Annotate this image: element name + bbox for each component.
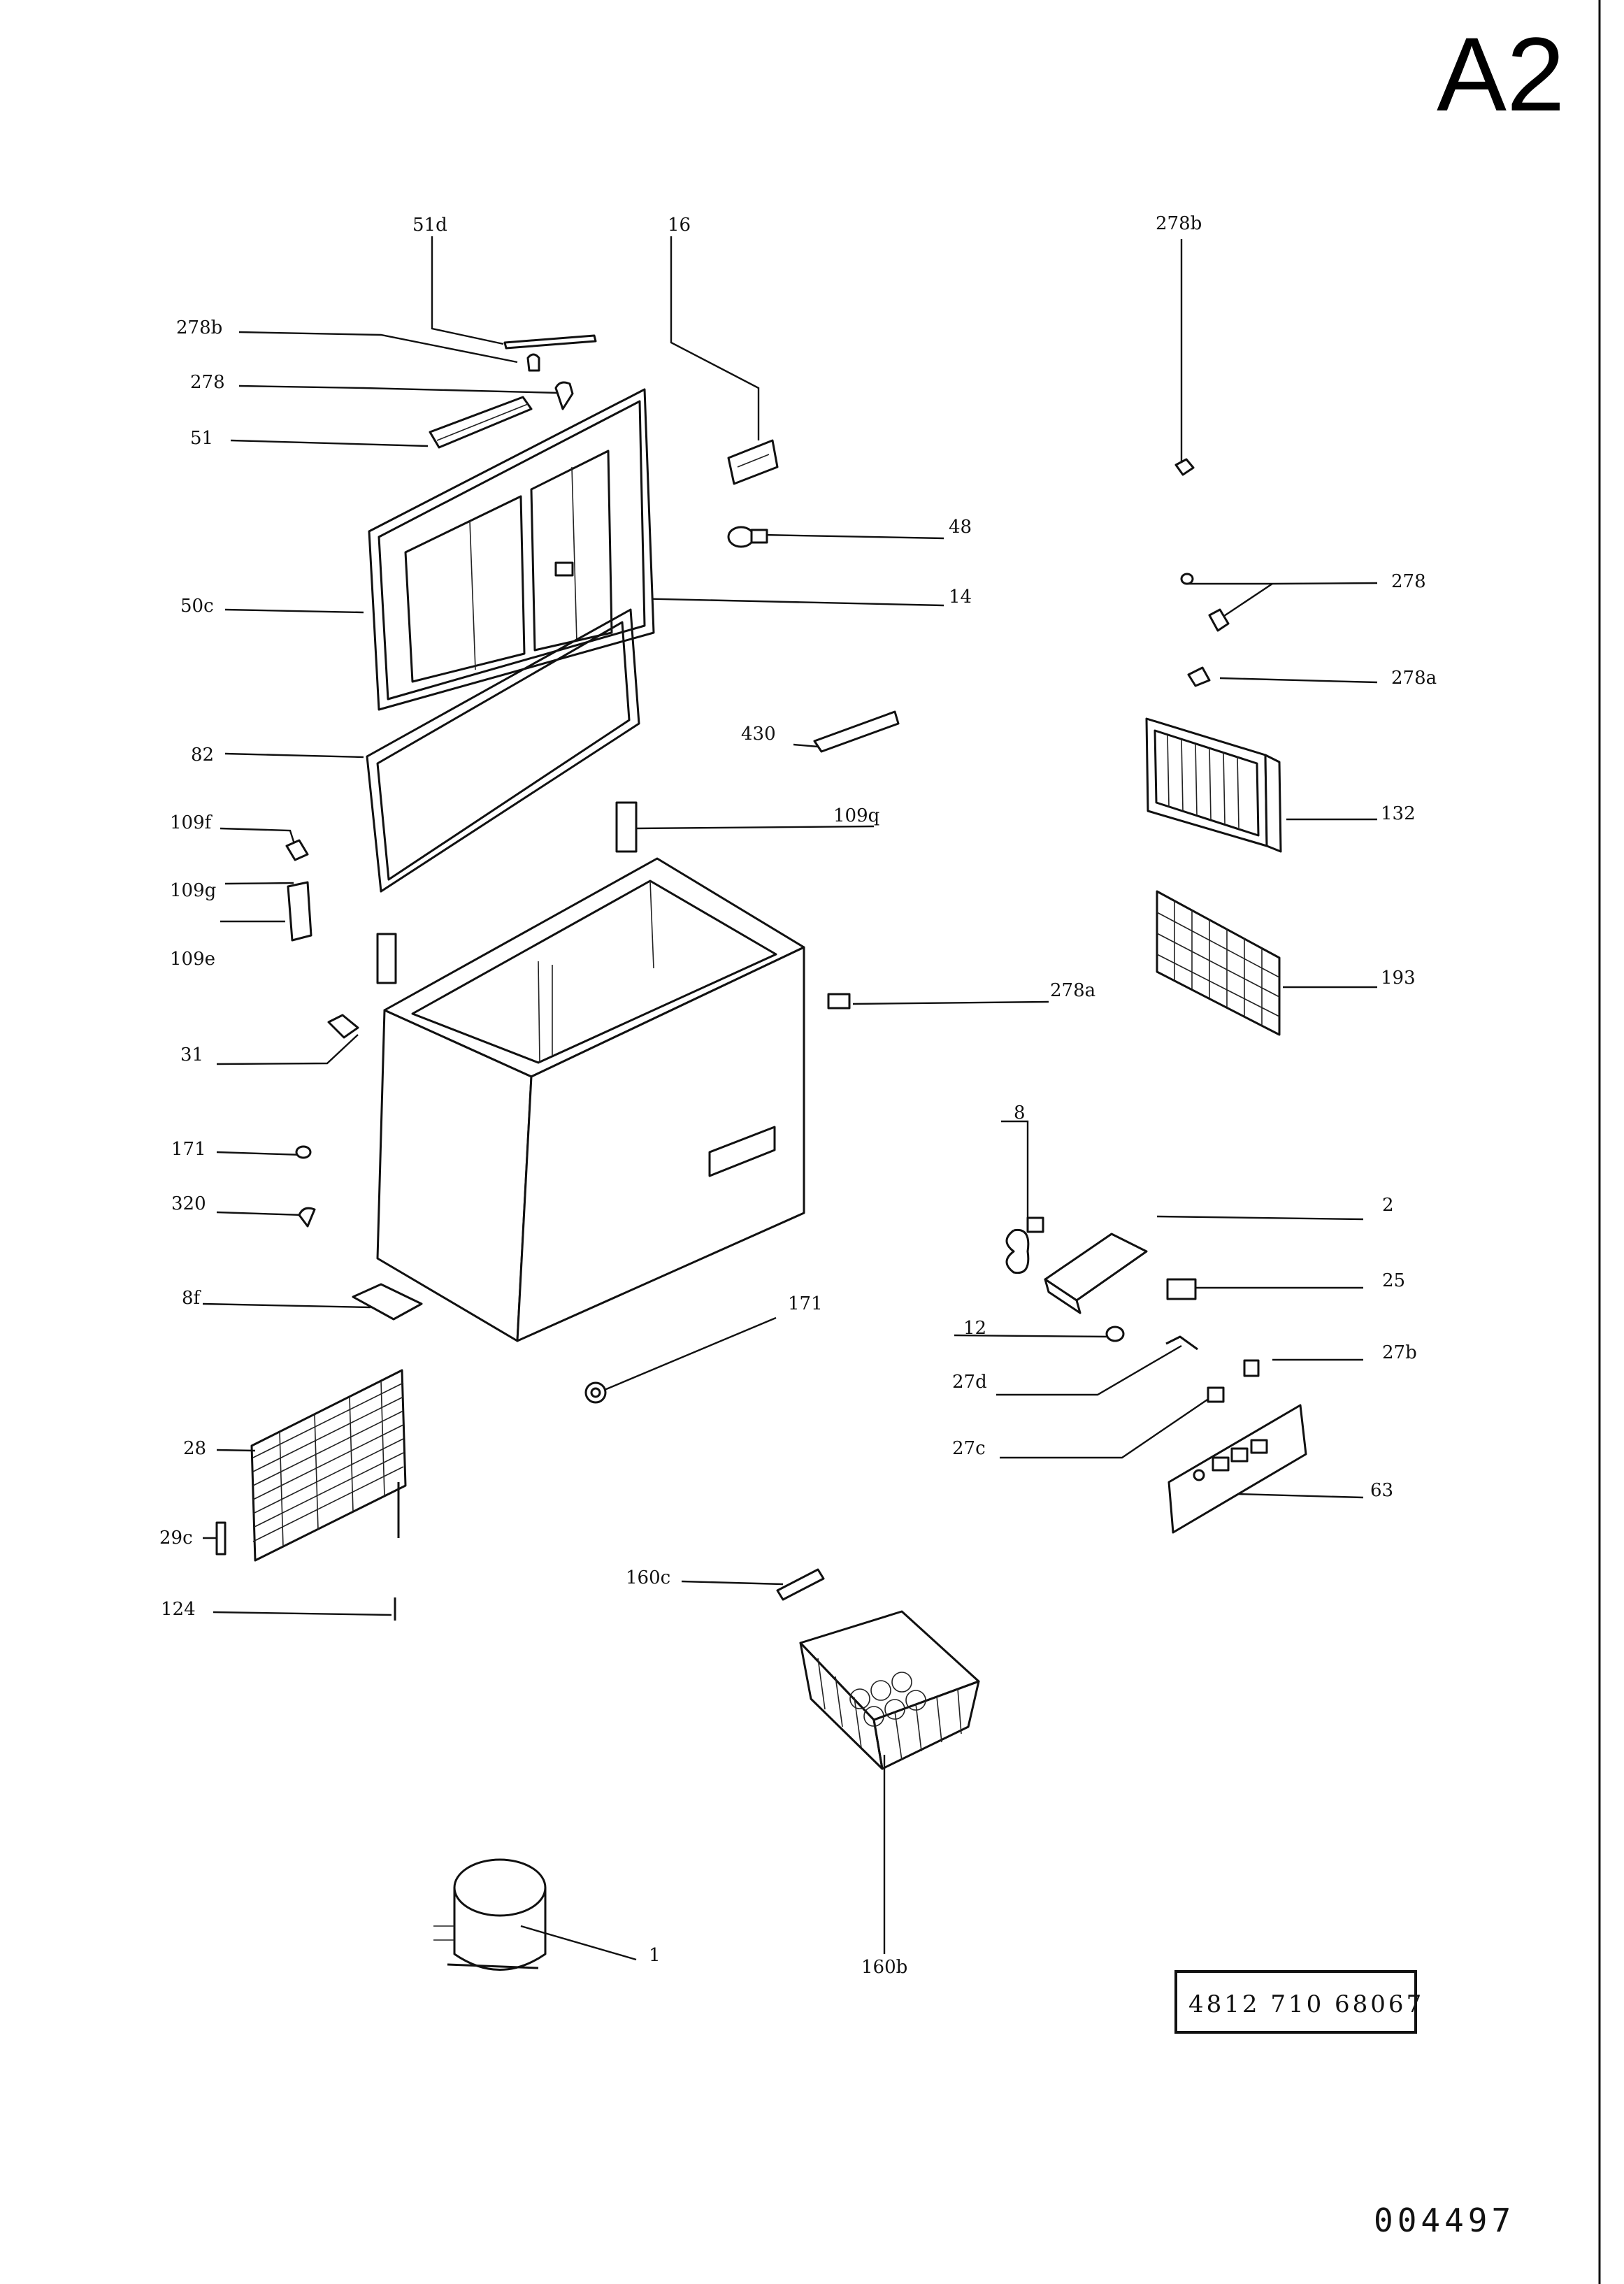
callout-160c: 160c — [626, 1567, 670, 1588]
callout-160b: 160b — [861, 1957, 907, 1978]
callout-171-mid: 171 — [788, 1293, 823, 1314]
lid-part — [368, 388, 655, 711]
callout-16: 16 — [668, 215, 691, 236]
callout-132: 132 — [1381, 803, 1416, 824]
leader-lines — [202, 236, 1378, 1961]
callout-27d: 27d — [952, 1372, 987, 1393]
callout-193: 193 — [1381, 968, 1416, 989]
right-hinge-parts — [1174, 458, 1230, 687]
callout-124: 124 — [161, 1599, 196, 1620]
page-title: A2 — [1437, 15, 1565, 133]
callout-48: 48 — [949, 517, 972, 538]
trim-strip-part — [503, 334, 597, 350]
callout-2: 2 — [1382, 1195, 1394, 1216]
clip-and-pin-parts — [215, 1521, 396, 1621]
compressor-part — [433, 1858, 547, 1971]
callout-430: 430 — [741, 724, 776, 745]
callout-27c: 27c — [952, 1438, 986, 1459]
cabinet-part — [376, 857, 805, 1342]
callout-25: 25 — [1382, 1270, 1405, 1291]
callout-51: 51 — [190, 428, 213, 449]
hinge-parts — [526, 353, 574, 410]
callout-320: 320 — [171, 1193, 206, 1214]
document-number: 004497 — [1374, 2202, 1515, 2239]
callout-278-left: 278 — [190, 372, 225, 393]
grille-132-part — [1145, 717, 1282, 853]
callout-109g: 109g — [170, 880, 216, 901]
grille-193-part — [1156, 890, 1281, 1036]
small-part-278a — [827, 993, 851, 1010]
condenser-coil-part — [250, 1369, 407, 1562]
callout-29c: 29c — [159, 1528, 193, 1549]
callout-31: 31 — [180, 1044, 203, 1065]
callout-51d: 51d — [412, 215, 447, 236]
callout-8f: 8f — [182, 1288, 202, 1309]
callout-12: 12 — [963, 1318, 986, 1339]
top-trim-part — [813, 710, 900, 753]
callout-28: 28 — [183, 1438, 206, 1459]
callout-278a-right: 278a — [1391, 668, 1437, 689]
callout-63: 63 — [1370, 1480, 1393, 1501]
part-number-box: 4812 710 68067 — [1174, 1970, 1424, 2034]
basket-part — [799, 1610, 980, 1770]
lock-part — [727, 439, 779, 485]
callout-14: 14 — [949, 587, 972, 608]
callout-278b-top: 278b — [1156, 213, 1202, 234]
callout-labels: 51d 16 278b 278b 278 51 48 14 50c 278 27… — [159, 213, 1437, 1978]
callout-50c: 50c — [180, 596, 214, 617]
callout-278-right: 278 — [1391, 571, 1426, 592]
callout-171-left: 171 — [171, 1139, 206, 1160]
left-small-parts — [285, 839, 423, 1321]
callout-27b: 27b — [1382, 1342, 1417, 1363]
callout-109q: 109q — [833, 805, 879, 826]
gasket-part — [366, 608, 640, 893]
control-panel-part — [1167, 1404, 1307, 1534]
callout-109f: 109f — [170, 812, 213, 833]
basket-divider-part — [776, 1568, 825, 1601]
part-number-text: 4812 710 68067 — [1188, 1990, 1424, 2018]
callout-1: 1 — [649, 1945, 661, 1966]
callout-278b-left: 278b — [176, 317, 222, 338]
plug-171-part — [584, 1381, 607, 1404]
lamp-part — [727, 526, 768, 548]
handle-part — [429, 396, 533, 449]
bracket-109q-part — [615, 801, 638, 853]
thermostat-assembly — [1005, 1216, 1260, 1403]
callout-109e: 109e — [170, 949, 215, 970]
callout-278a-mid: 278a — [1050, 980, 1095, 1001]
callout-8: 8 — [1014, 1103, 1026, 1123]
callout-82: 82 — [191, 745, 214, 766]
